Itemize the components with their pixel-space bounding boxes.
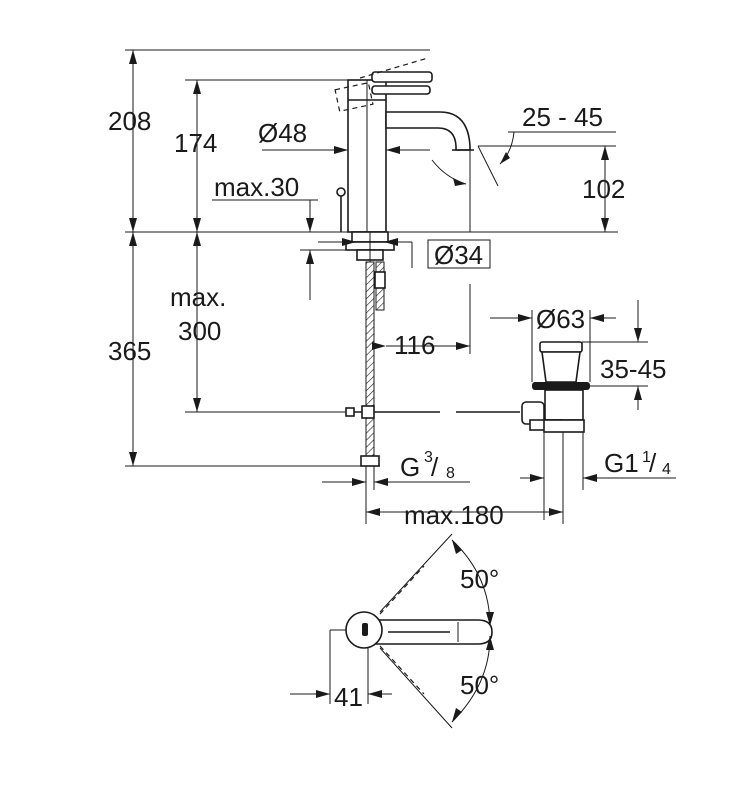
plan-offset-label: 41 xyxy=(334,682,363,712)
dim-connection-thread-num: 3 xyxy=(424,449,433,466)
deck-fixing xyxy=(345,231,395,262)
lever-handle xyxy=(371,71,433,95)
plan-view xyxy=(290,533,494,729)
dim-swivel-angle xyxy=(431,131,616,232)
dim-waste-thread-den: 4 xyxy=(662,461,671,478)
dim-waste-thread-num: 1 xyxy=(642,449,651,466)
lever-handle-open-dashed xyxy=(334,57,429,113)
dim-spout-outlet-height-label: 102 xyxy=(582,174,625,204)
dim-waste-thread xyxy=(520,474,676,482)
dim-waste-thread-slash: / xyxy=(649,448,657,478)
dim-body-diameter xyxy=(262,146,430,154)
pop-up-rod xyxy=(336,187,346,232)
plan-swivel-top xyxy=(379,565,425,615)
dim-below-deck-height-label: 365 xyxy=(108,336,151,366)
dim-connection-thread xyxy=(322,466,470,524)
dim-spout-height xyxy=(185,79,348,232)
dim-body-diameter-label: Ø48 xyxy=(258,118,307,148)
dim-hose-length xyxy=(185,232,346,413)
dim-spout-projection-label: 116 xyxy=(394,330,435,360)
dim-waste-adjust-label: 35-45 xyxy=(600,354,667,384)
dim-hole-diameter xyxy=(330,238,491,269)
spout xyxy=(385,111,474,151)
plan-swivel-bottom xyxy=(379,645,425,695)
plan-angle-top-label: 50° xyxy=(460,564,499,594)
dim-waste-adjust xyxy=(582,300,648,410)
dim-waste-distance xyxy=(366,432,564,524)
dim-overall-height xyxy=(125,49,430,232)
dim-hose-length-label-1: max. xyxy=(170,282,226,312)
dim-waste-distance-label: max.180 xyxy=(404,500,504,530)
side-elevation: 208 174 Ø48 max.30 xyxy=(108,49,676,530)
dim-hole-diameter-label: Ø34 xyxy=(434,240,483,270)
dim-waste-diameter xyxy=(490,310,616,382)
dim-pop-up-rod xyxy=(212,199,346,300)
dim-spout-outlet-height xyxy=(478,145,616,232)
pop-up-waste xyxy=(521,341,590,520)
dim-connection-thread-slash: / xyxy=(431,452,439,482)
dim-swivel-angle-label: 25 - 45 xyxy=(522,102,603,132)
dim-hose-length-label-2: 300 xyxy=(178,316,221,346)
dim-spout-height-label: 174 xyxy=(174,128,217,158)
dim-pop-up-rod-label: max.30 xyxy=(214,172,299,202)
flex-hoses xyxy=(360,261,386,467)
dim-spout-projection xyxy=(372,284,471,354)
pull-rod xyxy=(345,405,520,419)
dim-waste-thread-prefix: G1 xyxy=(604,448,639,478)
plan-angle-bottom-label: 50° xyxy=(460,670,499,700)
dim-below-deck-height xyxy=(125,232,380,467)
dim-overall-height-label: 208 xyxy=(108,106,151,136)
dim-connection-thread-den: 8 xyxy=(446,465,455,482)
dim-waste-diameter-label: Ø63 xyxy=(536,304,585,334)
dim-connection-thread-prefix: G xyxy=(400,452,420,482)
faucet-body xyxy=(347,79,387,233)
